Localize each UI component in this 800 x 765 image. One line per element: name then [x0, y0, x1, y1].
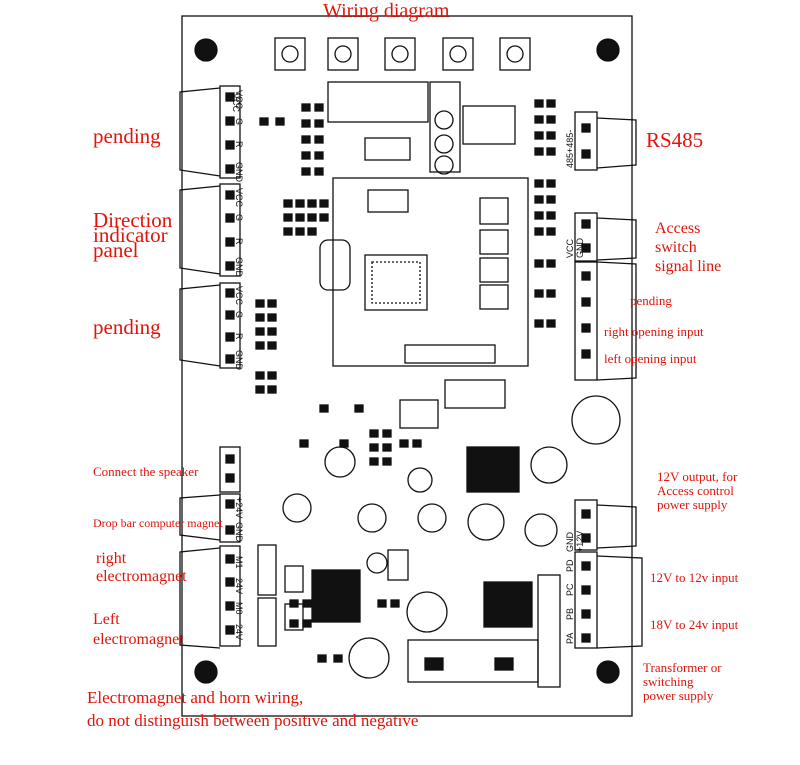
right-connectors: [574, 111, 643, 649]
pin-m1: M1: [234, 556, 244, 569]
label-access-2: switch: [655, 239, 697, 256]
mcu-chip: [364, 254, 428, 311]
label-pending-2: pending: [93, 315, 161, 339]
left-connectors: [179, 85, 241, 649]
label-transformer-1: Transformer or: [643, 660, 722, 675]
label-12v-output-2: Access control: [657, 483, 734, 498]
label-rs485: RS485: [646, 128, 704, 152]
label-12v-output-1: 12V output, for: [657, 469, 738, 484]
pin-r-3: R: [234, 333, 244, 340]
pin-gnd-4: GND: [234, 522, 244, 542]
label-direction-line3: panel: [93, 238, 139, 262]
pin-vcc-3: VCC: [234, 286, 244, 306]
label-right-opening: right opening input: [604, 324, 704, 339]
label-access-1: Access: [655, 220, 701, 237]
label-direction-line1: Direction: [93, 208, 173, 232]
pin-vcc-1: VCC: [234, 90, 244, 110]
label-transformer-3: power supply: [643, 688, 714, 703]
pin-g-2: G: [234, 214, 244, 222]
wiring-note-line2: do not distinguish between positive and …: [87, 711, 419, 730]
label-right-em-1: right: [96, 550, 127, 567]
diagram-title: Wiring diagram: [323, 0, 450, 22]
regulator-ic: [311, 569, 361, 623]
pin-gnd-2: GND: [234, 257, 244, 277]
label-left-em-1: Left: [93, 611, 120, 628]
pin-m0: M0: [234, 602, 244, 615]
label-access-3: signal line: [655, 258, 722, 275]
pin-r-1: R: [234, 141, 244, 148]
mounting-hole: [596, 38, 620, 62]
mounting-hole: [194, 660, 218, 684]
pin-pd: PD: [565, 559, 575, 572]
label-direction-line2: indicator: [93, 223, 168, 247]
smd-components: [255, 99, 556, 663]
pin-pb: PB: [565, 607, 575, 620]
pin-vcc-2: VCC: [234, 188, 244, 208]
label-right-em-2: electromagnet: [96, 568, 187, 585]
pin-24v-plus: +24V: [234, 497, 244, 519]
mounting-hole: [596, 660, 620, 684]
pin-gnd-1: GND: [234, 162, 244, 182]
pin-rs485: 485+485-: [565, 129, 575, 168]
pin-vcc-gnd: VCC GND: [565, 238, 585, 258]
label-transformer-2: switching: [643, 674, 694, 689]
pin-pc: PC: [565, 583, 575, 596]
label-pending-3: pending: [630, 293, 672, 308]
label-speaker: Connect the speaker: [93, 464, 199, 479]
capacitors: [282, 395, 621, 679]
mcu-module: [332, 177, 529, 367]
label-24v-input: 18V to 24v input: [650, 617, 739, 632]
right-pins: [581, 123, 591, 643]
label-drop-bar: Drop bar computer magnet: [93, 516, 223, 530]
regulator-ic: [483, 581, 533, 628]
pin-pa: PA: [565, 632, 575, 644]
pin-gnd-12v: GND +12V: [565, 530, 585, 552]
pin-r-2: R: [234, 238, 244, 245]
regulator-ic: [466, 446, 520, 493]
label-pending-1: pending: [93, 124, 161, 148]
label-left-em-2: electromagnet: [93, 631, 184, 648]
pin-gnd-3: GND: [234, 350, 244, 370]
push-buttons: [274, 37, 531, 71]
wiring-note-line1: Electromagnet and horn wiring,: [87, 688, 304, 707]
label-12v-input: 12V to 12v input: [650, 570, 739, 585]
pin-24v-1: 24V: [234, 578, 244, 595]
label-left-opening: left opening input: [604, 351, 697, 366]
left-pins: [225, 92, 235, 635]
pin-24v-2: 24V: [234, 624, 244, 641]
label-12v-output-3: power supply: [657, 497, 728, 512]
mounting-hole: [194, 38, 218, 62]
pin-g-1: G: [234, 118, 244, 126]
pin-g-3: G: [234, 311, 244, 319]
